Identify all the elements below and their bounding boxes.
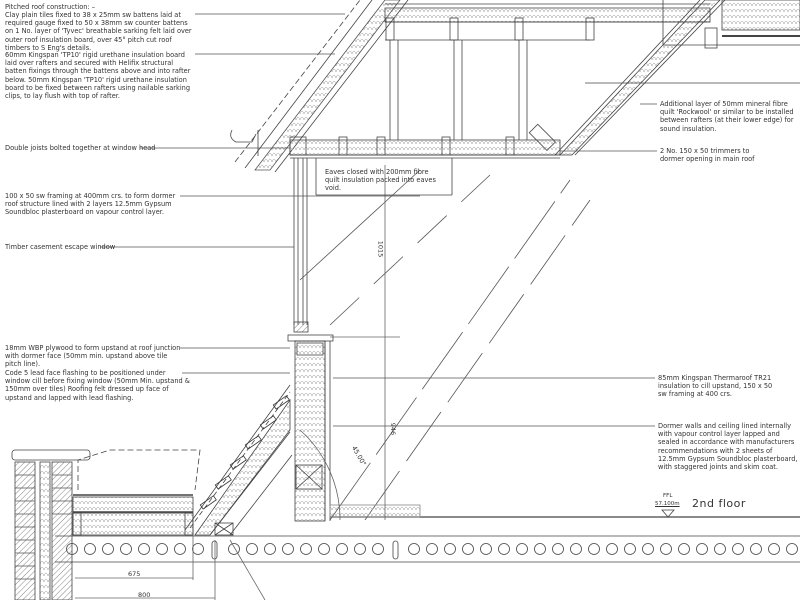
void-former-circle [372, 543, 384, 555]
void-former-circle [228, 543, 240, 555]
void-former-circle [264, 543, 276, 555]
dim-window-height: 1015 [376, 240, 385, 258]
ffl-value: 57.100m [655, 501, 680, 507]
window-frame [287, 158, 334, 342]
void-former-circle [498, 543, 510, 555]
void-former-circle [714, 543, 726, 555]
dimension-lines [75, 165, 400, 600]
lower-roof-slope [184, 384, 293, 536]
dim-cill-height: 946 [389, 422, 398, 436]
note-mineral-fibre: Additional layer of 50mm mineral fibre q… [660, 100, 794, 133]
void-former-circle [786, 543, 798, 555]
dim-800: 800 [138, 591, 151, 599]
void-former-circle [750, 543, 762, 555]
void-former-circle [120, 543, 132, 555]
void-former-circle [624, 543, 636, 555]
void-former-circle [552, 543, 564, 555]
void-former-circle [516, 543, 528, 555]
void-former-circle [318, 543, 330, 555]
void-former-circle [246, 543, 258, 555]
void-former-circle [570, 543, 582, 555]
void-former-circle [462, 543, 474, 555]
note-plywood: 18mm WBP plywood to form upstand at roof… [5, 344, 181, 369]
note-roof-title: Pitched roof construction: – [5, 3, 96, 11]
note-window: Timber casement escape window [5, 243, 116, 251]
dormer-roof [384, 3, 711, 41]
note-roof-tiles: Clay plain tiles fixed to 38 x 25mm sw b… [5, 11, 192, 52]
note-double-joists: Double joists bolted together at window … [5, 144, 156, 152]
void-former-circle [696, 543, 708, 555]
void-former-circle [282, 543, 294, 555]
dormer-upstand-wall [294, 340, 331, 522]
void-former-circle [102, 543, 114, 555]
ffl-label: FFL [663, 493, 673, 499]
leader-lines [100, 13, 657, 427]
void-former-circle [138, 543, 150, 555]
dormer-ceiling [289, 139, 561, 159]
void-former-circle [534, 543, 546, 555]
void-former-circle [408, 543, 420, 555]
note-trimmers: 2 No. 150 x 50 trimmers to dormer openin… [660, 147, 755, 164]
dormer-studs [289, 17, 595, 156]
void-former-circle [84, 543, 96, 555]
void-former-circle [66, 543, 78, 555]
dormer-cheek [528, 0, 800, 156]
void-former-circle [642, 543, 654, 555]
void-former-circle [588, 543, 600, 555]
note-lead-flashing: Code 5 lead face flashing to be position… [5, 369, 190, 402]
void-former-circle [354, 543, 366, 555]
flat-roof [72, 449, 234, 536]
void-former-circle [480, 543, 492, 555]
void-former-circle [606, 543, 618, 555]
floor-slab [55, 504, 800, 563]
dim-675: 675 [128, 570, 141, 578]
note-framing: 100 x 50 sw framing at 400mm crs. to for… [5, 192, 176, 217]
gutter [230, 129, 257, 143]
note-thermaroof: 85mm Kingspan Thermaroof TR21 insulation… [658, 374, 773, 399]
note-insulation-board: 60mm Kingspan 'TP10' rigid urethane insu… [5, 51, 191, 101]
void-former-circle [660, 543, 672, 555]
void-former-circle [732, 543, 744, 555]
void-former-circle [156, 543, 168, 555]
void-former-circle [678, 543, 690, 555]
void-former-circle [192, 543, 204, 555]
void-former-circle [768, 543, 780, 555]
floor-name: 2nd floor [692, 497, 746, 510]
void-former-circle [336, 543, 348, 555]
brick-party-wall [11, 449, 91, 600]
void-former-circle [300, 543, 312, 555]
eaves-leader [315, 158, 453, 196]
level-marker-icon [661, 509, 675, 518]
void-former-circle [444, 543, 456, 555]
void-former-circle [426, 543, 438, 555]
floor-void-formers [66, 543, 798, 555]
main-roof-line [299, 169, 591, 521]
note-dormer-walls: Dormer walls and ceiling lined internall… [658, 422, 798, 472]
void-former-circle [174, 543, 186, 555]
note-eaves: Eaves closed with 200mm fibre quilt insu… [325, 168, 436, 193]
